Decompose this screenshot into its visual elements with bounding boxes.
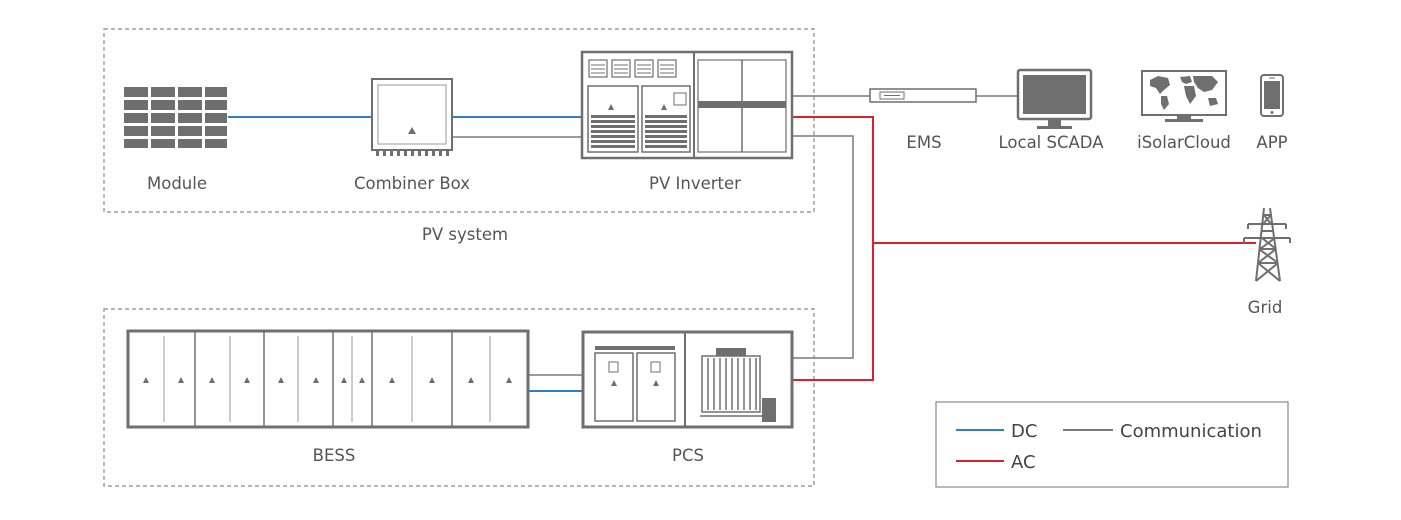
combiner-box-label: Combiner Box bbox=[354, 174, 470, 193]
legend-ac-label: AC bbox=[1011, 452, 1036, 473]
ems-label: EMS bbox=[906, 133, 941, 152]
pv-inverter-icon bbox=[580, 50, 794, 160]
monitor-icon bbox=[1016, 68, 1093, 129]
legend: DC AC Communication bbox=[935, 401, 1289, 488]
pcs-container-icon bbox=[581, 330, 794, 429]
local-scada-label: Local SCADA bbox=[999, 133, 1105, 152]
solar-module-icon bbox=[124, 87, 227, 148]
legend-dc-label: DC bbox=[1011, 421, 1037, 442]
battery-container-icon bbox=[126, 329, 530, 429]
world-map-monitor-icon bbox=[1141, 70, 1227, 122]
pv-system-boundary bbox=[103, 28, 815, 213]
pcs-label: PCS bbox=[672, 446, 704, 465]
ems-device-icon bbox=[869, 88, 977, 103]
transmission-tower-icon bbox=[1243, 207, 1291, 282]
pv-inverter-label: PV Inverter bbox=[649, 174, 741, 193]
dc-lines bbox=[228, 116, 583, 392]
comm-lines bbox=[452, 95, 1018, 376]
smartphone-icon bbox=[1260, 74, 1284, 117]
pv-system-label: PV system bbox=[422, 225, 508, 244]
legend-comm-label: Communication bbox=[1120, 421, 1262, 442]
isolarcloud-label: iSolarCloud bbox=[1137, 133, 1231, 152]
combiner-box-icon bbox=[371, 78, 453, 156]
legend-box bbox=[935, 401, 1289, 488]
app-label: APP bbox=[1256, 133, 1287, 152]
storage-system-boundary bbox=[103, 308, 815, 487]
module-label: Module bbox=[147, 174, 207, 193]
ac-lines bbox=[792, 116, 1256, 381]
grid-label: Grid bbox=[1248, 298, 1283, 317]
bess-label: BESS bbox=[313, 446, 356, 465]
